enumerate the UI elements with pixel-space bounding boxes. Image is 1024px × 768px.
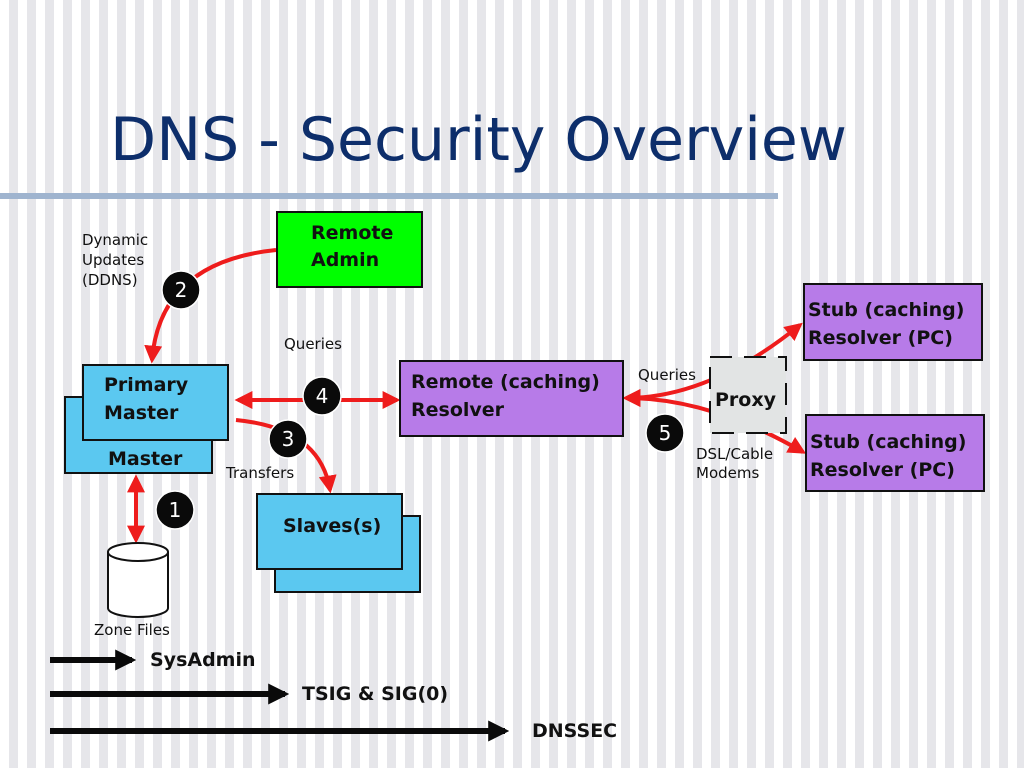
primary-master-box: Primary Master bbox=[82, 364, 229, 441]
ddns-label-1: Dynamic bbox=[82, 231, 148, 249]
primary-master-label-2: Master bbox=[104, 402, 179, 424]
remote-resolver-label-1: Remote (caching) bbox=[411, 371, 600, 393]
stub-1-label-2: Resolver (PC) bbox=[808, 327, 953, 349]
transfers-label: Transfers bbox=[225, 464, 294, 482]
stub-2-label-1: Stub (caching) bbox=[810, 431, 966, 453]
remote-admin-box: Remote Admin bbox=[276, 211, 423, 288]
remote-resolver-box: Remote (caching) Resolver bbox=[399, 360, 624, 437]
step-badge-2: 2 bbox=[161, 270, 201, 310]
legend-sysadmin-label: SysAdmin bbox=[150, 649, 256, 671]
stub-resolver-box-1: Stub (caching) Resolver (PC) bbox=[803, 283, 983, 361]
ddns-label-3: (DDNS) bbox=[82, 271, 138, 289]
stub-2-label-2: Resolver (PC) bbox=[810, 459, 955, 481]
primary-master-label-1: Primary bbox=[104, 374, 189, 396]
queries-label-right: Queries bbox=[638, 366, 696, 384]
master-label: Master bbox=[108, 448, 183, 470]
zone-files-cylinder-icon bbox=[107, 542, 169, 618]
badge-5-number: 5 bbox=[659, 421, 672, 445]
title-divider bbox=[0, 193, 778, 199]
slide-title: DNS - Security Overview bbox=[110, 105, 847, 175]
queries-label-top: Queries bbox=[284, 335, 342, 353]
dsl-label-2: Modems bbox=[696, 464, 759, 482]
legend-dnssec-label: DNSSEC bbox=[532, 720, 617, 742]
proxy-box: Proxy bbox=[709, 356, 787, 434]
proxy-label: Proxy bbox=[715, 389, 777, 411]
stub-1-label-1: Stub (caching) bbox=[808, 299, 964, 321]
remote-resolver-label-2: Resolver bbox=[411, 399, 505, 421]
zone-files-label: Zone Files bbox=[94, 621, 170, 639]
legend-tsig-label: TSIG & SIG(0) bbox=[302, 683, 448, 705]
badge-2-number: 2 bbox=[175, 278, 188, 302]
dsl-label-1: DSL/Cable bbox=[696, 445, 773, 463]
badge-3-number: 3 bbox=[282, 427, 295, 451]
badge-1-number: 1 bbox=[169, 498, 182, 522]
remote-admin-label-2: Admin bbox=[311, 249, 379, 271]
step-badge-5: 5 bbox=[645, 413, 685, 453]
slaves-box: Slaves(s) bbox=[256, 493, 421, 593]
remote-admin-label-1: Remote bbox=[311, 222, 393, 244]
step-badge-1: 1 bbox=[155, 490, 195, 530]
slaves-label: Slaves(s) bbox=[283, 515, 381, 537]
step-badge-4: 4 bbox=[302, 376, 342, 416]
badge-4-number: 4 bbox=[316, 384, 329, 408]
ddns-label-2: Updates bbox=[82, 251, 144, 269]
legend: SysAdmin TSIG & SIG(0) DNSSEC bbox=[50, 649, 617, 742]
step-badge-3: 3 bbox=[268, 419, 308, 459]
stub-resolver-box-2: Stub (caching) Resolver (PC) bbox=[805, 414, 985, 492]
